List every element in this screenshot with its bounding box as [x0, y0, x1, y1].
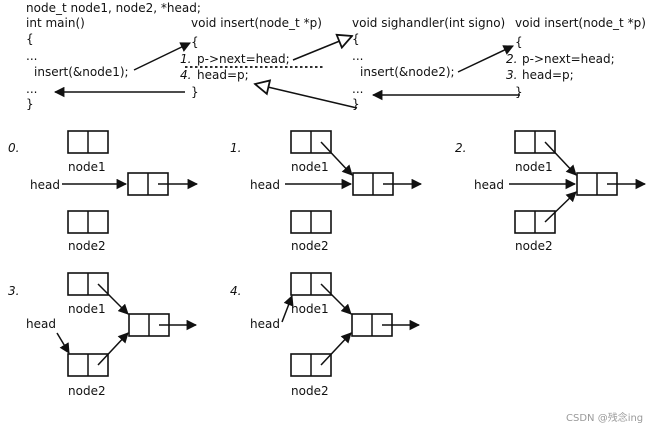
step-4-diagram: 4. node1 node2 head — [230, 272, 421, 398]
main-ellipsis-2: ... — [26, 82, 37, 96]
node1-box — [290, 272, 332, 296]
node2-box — [67, 353, 109, 377]
insert-a-step-1-number: 1. — [180, 52, 191, 66]
main-open-brace: { — [26, 32, 34, 46]
step-1-number: 1. — [230, 141, 241, 155]
sighandler-open-brace: { — [352, 32, 360, 46]
control-flow-arrows — [53, 36, 520, 109]
main-code-block: node_t node1, node2, *head; int main() {… — [26, 1, 201, 111]
insert-a-line-4: head=p; — [197, 68, 249, 82]
node2-label: node2 — [68, 384, 106, 398]
node1-box — [514, 130, 556, 154]
insert-a-close-brace: } — [191, 85, 199, 99]
main-ellipsis-1: ... — [26, 49, 37, 63]
sighandler-close-brace: } — [352, 97, 360, 111]
step-3-number: 3. — [8, 284, 19, 298]
node1-next-arrow — [320, 283, 352, 315]
node1-next-arrow — [320, 141, 353, 176]
node2-box — [67, 210, 109, 234]
node2-box — [290, 210, 332, 234]
insert-b-close-brace: } — [515, 85, 523, 99]
step-0-number: 0. — [8, 141, 19, 155]
step-3-diagram: 3. node1 node2 head — [8, 272, 198, 398]
sighandler-signature: void sighandler(int signo) — [352, 16, 505, 30]
head-pointer-arrow — [281, 295, 294, 323]
insert-code-block-b: void insert(node_t *p) { 2. p->next=head… — [506, 16, 646, 99]
node1-box — [67, 130, 109, 154]
handler-return-arrow — [255, 84, 358, 109]
list-node-box — [576, 172, 618, 196]
node2-next-arrow — [97, 332, 129, 366]
head-label: head — [474, 178, 504, 192]
signal-to-handler-arrow — [292, 36, 352, 61]
call-insert-arrow — [133, 42, 191, 71]
node1-box — [290, 130, 332, 154]
node1-label: node1 — [68, 160, 106, 174]
watermark: CSDN @残念ing — [566, 411, 643, 424]
node1-next-arrow — [544, 141, 577, 176]
node2-box — [514, 210, 556, 234]
insert-b-step-3-number: 3. — [506, 68, 517, 82]
node2-label: node2 — [291, 239, 329, 253]
step-2-number: 2. — [455, 141, 466, 155]
node2-box — [290, 353, 332, 377]
insert-a-open-brace: { — [191, 35, 199, 49]
head-pointer-arrow — [56, 332, 70, 354]
insert-a-step-4-number: 4. — [180, 68, 191, 82]
node1-next-arrow — [97, 283, 129, 315]
step-2-diagram: 2. node1 node2 head — [455, 130, 647, 253]
node1-label: node1 — [68, 302, 106, 316]
step-0-diagram: 0. node1 node2 head — [8, 130, 199, 253]
head-label: head — [30, 178, 60, 192]
main-close-brace: } — [26, 97, 34, 111]
insert-a-line-1: p->next=head; — [197, 52, 290, 66]
node1-label: node1 — [291, 302, 329, 316]
node2-label: node2 — [68, 239, 106, 253]
node2-label: node2 — [515, 239, 553, 253]
node2-next-arrow — [544, 191, 577, 223]
sighandler-code-block: void sighandler(int signo) { ... insert(… — [352, 16, 505, 111]
node2-label: node2 — [291, 384, 329, 398]
insert-b-signature: void insert(node_t *p) — [515, 16, 646, 30]
main-declaration: node_t node1, node2, *head; — [26, 1, 201, 15]
node1-box — [67, 272, 109, 296]
head-label: head — [26, 317, 56, 331]
insert-b-line-2: p->next=head; — [522, 52, 615, 66]
insert-code-block-a: void insert(node_t *p) { 1. p->next=head… — [180, 16, 322, 99]
insert-a-signature: void insert(node_t *p) — [191, 16, 322, 30]
sighandler-ellipsis-2: ... — [352, 82, 363, 96]
main-insert-call: insert(&node1); — [34, 65, 129, 79]
insert-b-step-2-number: 2. — [506, 52, 517, 66]
step-4-number: 4. — [230, 284, 241, 298]
sighandler-insert-call: insert(&node2); — [360, 65, 455, 79]
head-label: head — [250, 317, 280, 331]
main-signature: int main() — [26, 16, 85, 30]
sighandler-ellipsis-1: ... — [352, 49, 363, 63]
node2-next-arrow — [320, 332, 352, 366]
handler-call-insert-arrow — [457, 45, 514, 73]
node1-label: node1 — [291, 160, 329, 174]
step-1-diagram: 1. node1 node2 head — [230, 130, 423, 253]
insert-b-line-3: head=p; — [522, 68, 574, 82]
head-label: head — [250, 178, 280, 192]
node1-label: node1 — [515, 160, 553, 174]
insert-b-open-brace: { — [515, 35, 523, 49]
